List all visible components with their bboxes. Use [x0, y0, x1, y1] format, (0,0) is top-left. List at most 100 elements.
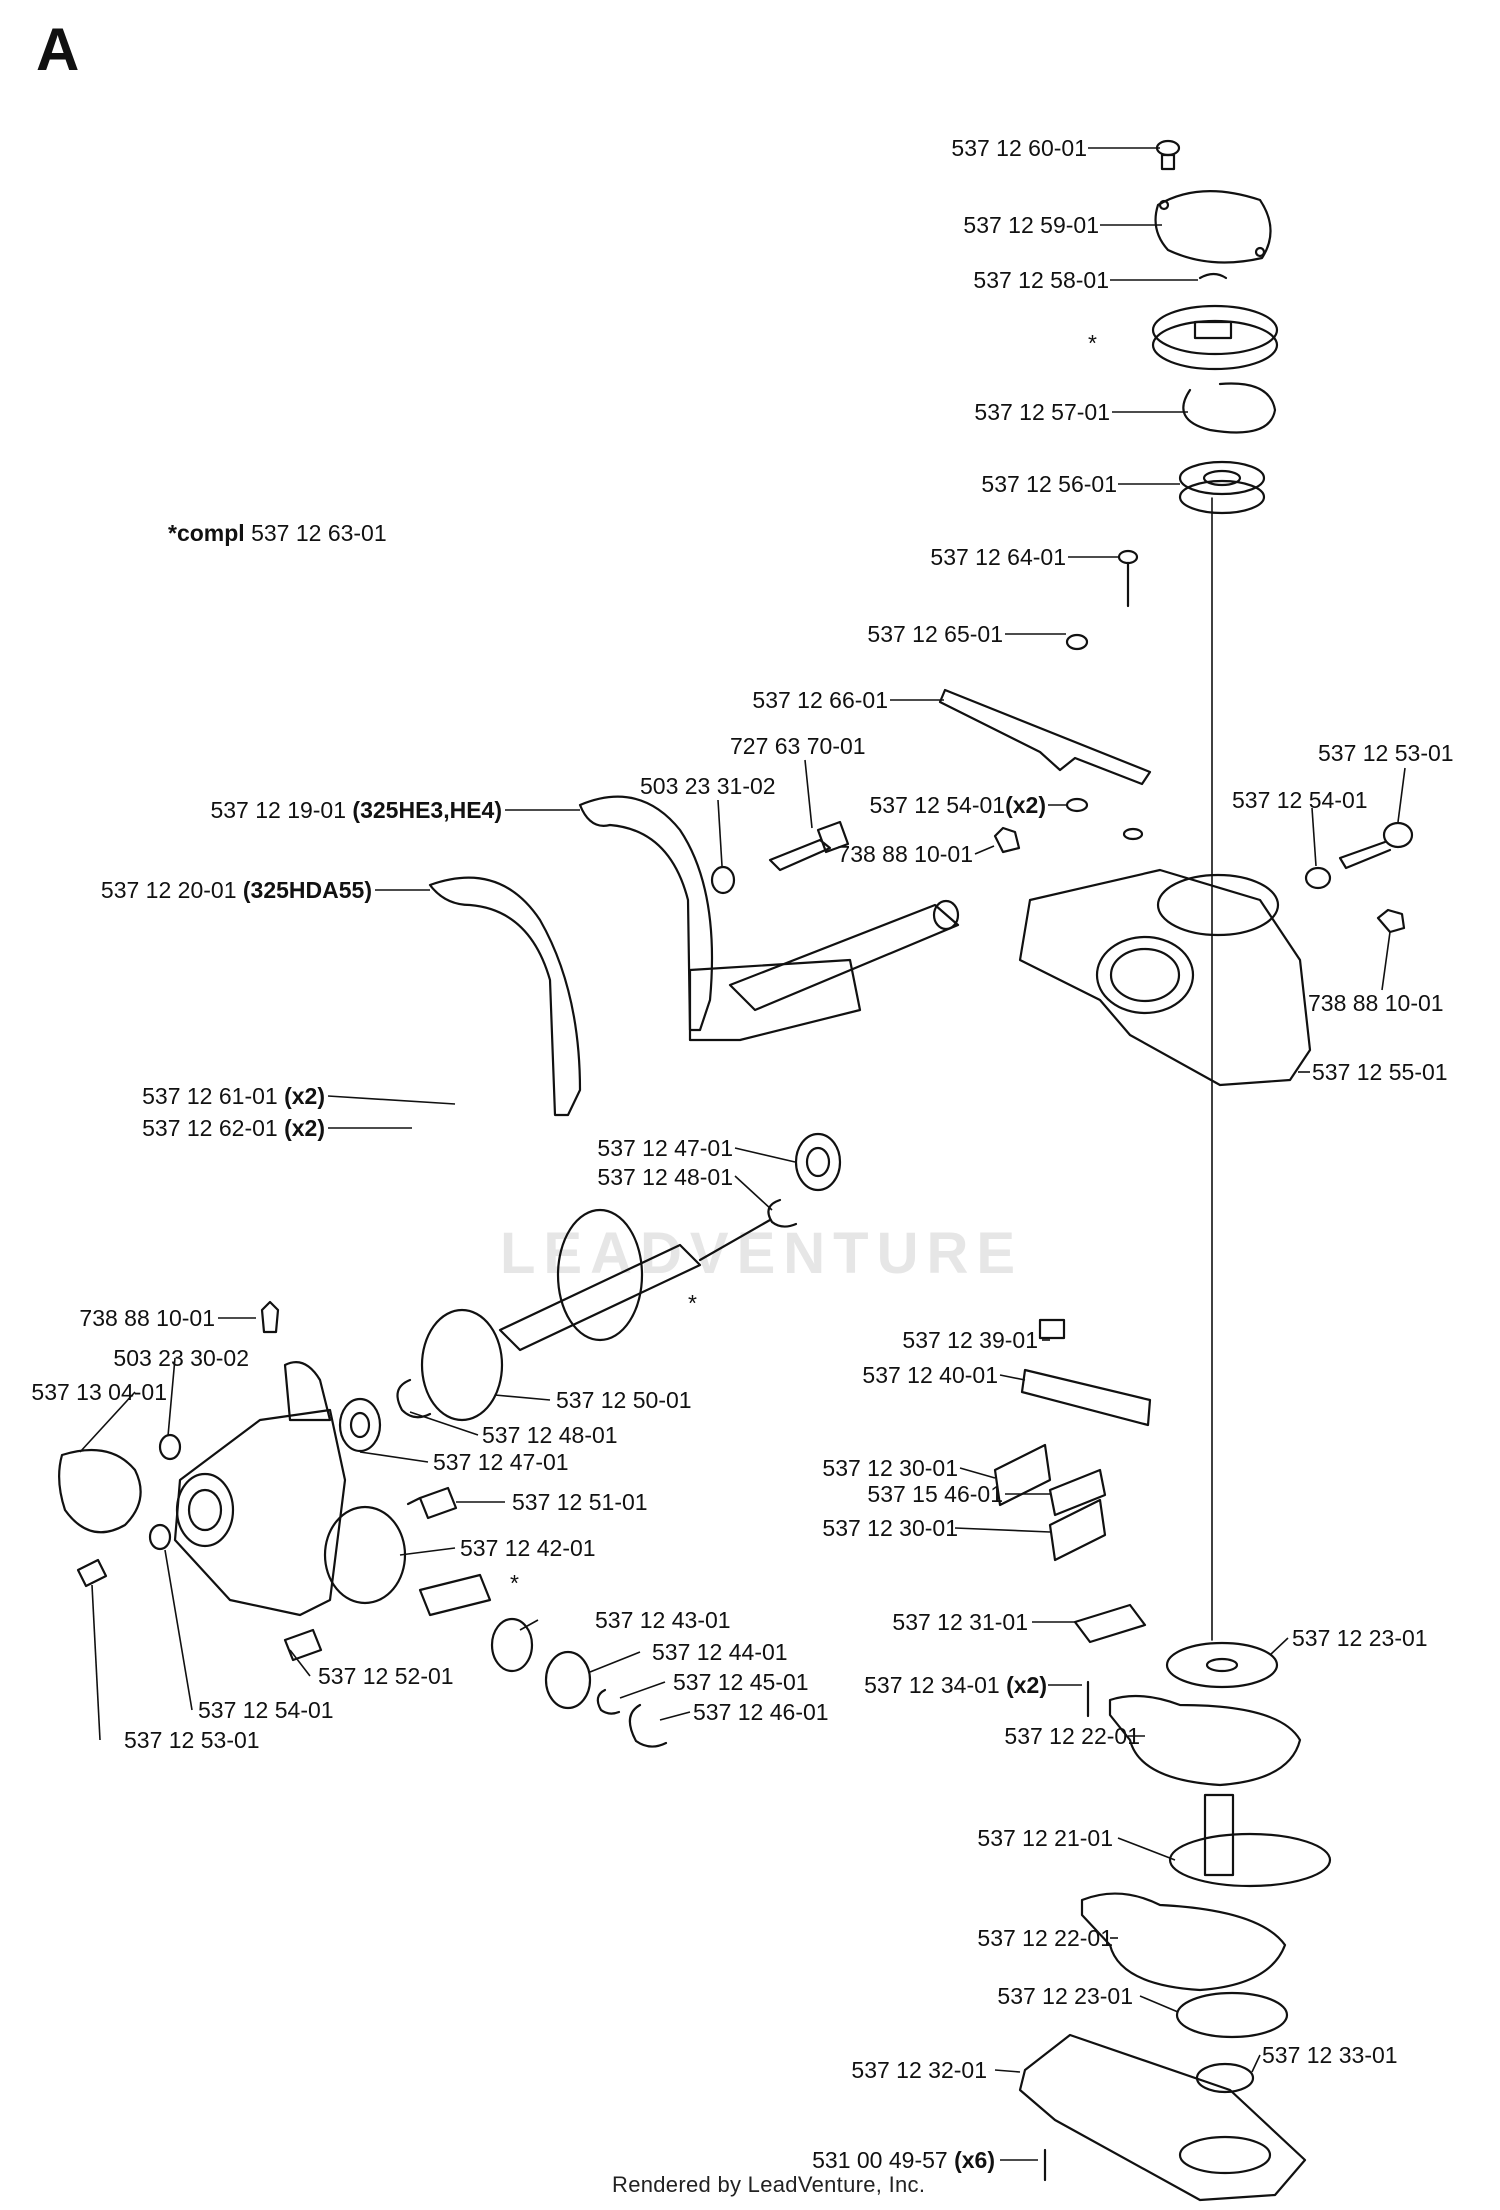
part-label: 537 12 50-01 — [556, 1387, 692, 1413]
star-marker-pinion: * — [510, 1570, 519, 1596]
small-ring-part — [1198, 272, 1228, 280]
part-label: 537 12 33-01 — [1262, 2042, 1398, 2068]
part-label: 537 12 51-01 — [512, 1489, 648, 1515]
part-label: 537 12 65-01 — [867, 621, 1003, 647]
part-label: 537 12 60-01 — [951, 135, 1087, 161]
part-label: 537 12 34-01 (x2) — [864, 1672, 1047, 1698]
watermark: LEADVENTURE — [500, 1221, 1024, 1286]
part-label: 537 12 45-01 — [673, 1669, 809, 1695]
ring-46-part — [628, 1703, 668, 1748]
bearing-part — [1178, 460, 1266, 515]
nut-part — [1065, 633, 1089, 651]
plate-40-part — [1020, 1368, 1152, 1427]
block-30a-part — [993, 1443, 1052, 1507]
part-label: 537 12 21-01 — [977, 1825, 1113, 1851]
part-label: 531 00 49-57 (x6) — [812, 2147, 995, 2173]
part-label: 537 12 58-01 — [973, 267, 1109, 293]
plate-31-part — [1073, 1603, 1147, 1644]
part-label: 738 88 10-01 — [837, 841, 973, 867]
block-30b-part — [1048, 1498, 1107, 1562]
part-label: 537 12 40-01 — [862, 1362, 998, 1388]
bolt-53-part — [1338, 821, 1414, 870]
nipple-right-part — [1376, 908, 1406, 934]
crank-21-part — [1168, 1793, 1332, 1888]
drive-shaft-part — [498, 1208, 772, 1352]
bracket-20-part — [428, 876, 582, 1117]
part-label: 537 12 30-01 — [822, 1515, 958, 1541]
part-label: 503 23 30-02 — [113, 1345, 249, 1371]
footer-credit: Rendered by LeadVenture, Inc. — [612, 2172, 926, 2197]
part-label: 537 12 47-01 — [433, 1449, 569, 1475]
star-marker-shaft: * — [688, 1290, 697, 1316]
bolt-52-part — [283, 1628, 323, 1662]
block-46-part — [1048, 1468, 1107, 1517]
part-label: 537 12 22-01 — [1004, 1723, 1140, 1749]
top-screw-part — [1155, 139, 1181, 171]
washer-54-part — [1304, 866, 1332, 890]
compl-note: *compl 537 12 63-01 — [168, 520, 387, 547]
bearing-47-lower-part — [338, 1397, 382, 1453]
part-label: 537 12 56-01 — [981, 471, 1117, 497]
part-label: 537 12 66-01 — [752, 687, 888, 713]
part-label: 537 12 22-01 — [977, 1925, 1113, 1951]
lower-housing-part — [1018, 2033, 1307, 2202]
lever-22-lower-part — [1080, 1892, 1287, 1992]
bracket-part — [938, 688, 1152, 786]
part-label: 537 12 20-01 (325HDA55) — [100, 877, 372, 903]
part-label: 537 12 54-01 — [198, 1697, 334, 1723]
washer-part — [1065, 797, 1089, 813]
compl-prefix: *compl — [168, 520, 245, 546]
part-label: 537 12 52-01 — [318, 1663, 454, 1689]
part-label: 537 12 54-01 — [1232, 787, 1368, 813]
part-label: 537 12 42-01 — [460, 1535, 596, 1561]
leader-lines — [79, 147, 1406, 2161]
bolt-51-part — [406, 1486, 458, 1520]
section-letter: A — [36, 16, 80, 83]
part-label: 727 63 70-01 — [730, 733, 866, 759]
part-label: 537 13 04-01 — [31, 1379, 167, 1405]
bolt-727-part — [768, 820, 850, 872]
left-housing-part — [173, 1361, 407, 1617]
washer-503-part — [710, 865, 736, 895]
bearing-44-part — [544, 1650, 592, 1710]
washer-left-part — [158, 1433, 182, 1461]
part-label: 537 15 46-01 — [867, 1481, 1003, 1507]
washer-23-part — [1165, 1641, 1279, 1689]
washer-23-lower-part — [1175, 1991, 1289, 2039]
part-label: 537 12 23-01 — [997, 1983, 1133, 2009]
part-label: 537 12 43-01 — [595, 1607, 731, 1633]
ring-48-lower-part — [396, 1378, 432, 1419]
cover-part — [1154, 190, 1272, 264]
part-label: 537 12 57-01 — [974, 399, 1110, 425]
bearing-43-part — [490, 1617, 534, 1673]
part-label: 503 23 31-02 — [640, 773, 776, 799]
lever-22-part — [1108, 1694, 1302, 1787]
bearing-47-part — [794, 1132, 842, 1192]
ring-48-part — [767, 1198, 798, 1228]
part-label: 537 12 46-01 — [693, 1699, 829, 1725]
part-label: 537 12 39-01 — [902, 1327, 1038, 1353]
circlip-part — [1182, 382, 1277, 434]
nipple-left-part — [260, 1300, 280, 1334]
knob-part — [58, 1448, 142, 1534]
part-label: 537 12 54-01(x2) — [869, 792, 1046, 818]
part-label: 537 12 23-01 — [1292, 1625, 1428, 1651]
compl-part: 537 12 63-01 — [251, 520, 387, 546]
part-label: 537 12 32-01 — [851, 2057, 987, 2083]
bracket-19-part — [578, 795, 714, 1032]
part-label: 537 12 44-01 — [652, 1639, 788, 1665]
screw-64-part — [1117, 549, 1139, 608]
part-label: 738 88 10-01 — [1308, 990, 1444, 1016]
o-ring-part — [420, 1308, 504, 1422]
part-label: 537 12 48-01 — [482, 1422, 618, 1448]
spacer-39-part — [1038, 1318, 1066, 1340]
part-label: 537 12 47-01 — [597, 1135, 733, 1161]
part-label: 537 12 48-01 — [597, 1164, 733, 1190]
tube-part — [728, 903, 960, 1012]
part-label: 537 12 64-01 — [930, 544, 1066, 570]
bolt-53-left-part — [76, 1558, 108, 1588]
part-label: 537 12 19-01 (325HE3,HE4) — [210, 797, 502, 823]
ring-45-part — [596, 1688, 621, 1715]
star-marker-gear: * — [1088, 330, 1097, 356]
